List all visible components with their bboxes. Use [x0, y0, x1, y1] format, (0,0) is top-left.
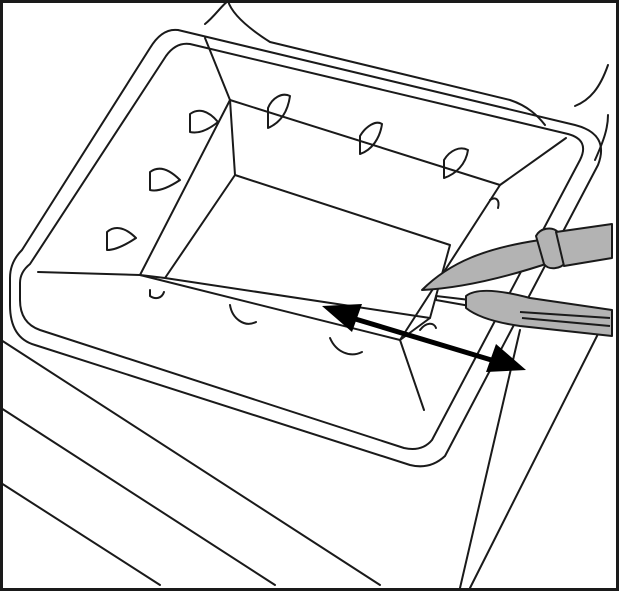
double-arrow [322, 304, 526, 372]
scribe-groove [521, 317, 611, 327]
mounting-tab [489, 197, 500, 209]
bowl-corner-creases [37, 37, 567, 411]
mounting-clip [359, 121, 383, 155]
bowl-bottom [164, 174, 451, 319]
mounting-clip [189, 109, 219, 134]
mounting-tab [149, 289, 165, 300]
mounting-clip [267, 93, 291, 129]
mounting-tabs-front [149, 197, 500, 356]
mounting-clip [443, 147, 469, 179]
sink-inner-flange [19, 42, 584, 450]
scribe-tip [435, 295, 471, 307]
knife-tool [421, 223, 613, 291]
mounting-clips-left [106, 109, 219, 251]
mounting-tab [229, 304, 257, 325]
mounting-clips-back [267, 93, 469, 179]
mounting-tab [419, 322, 437, 331]
mounting-clip [106, 227, 137, 251]
knife-handle [555, 223, 613, 267]
countertop-edges [0, 64, 609, 589]
knife-blade [421, 239, 553, 291]
bowl-top-rim [139, 99, 501, 341]
mounting-clip [149, 167, 181, 192]
mounting-tab [329, 337, 363, 356]
scribe-tool [435, 289, 613, 337]
sink-outer-flange [9, 28, 603, 468]
scribe-groove [519, 311, 611, 319]
